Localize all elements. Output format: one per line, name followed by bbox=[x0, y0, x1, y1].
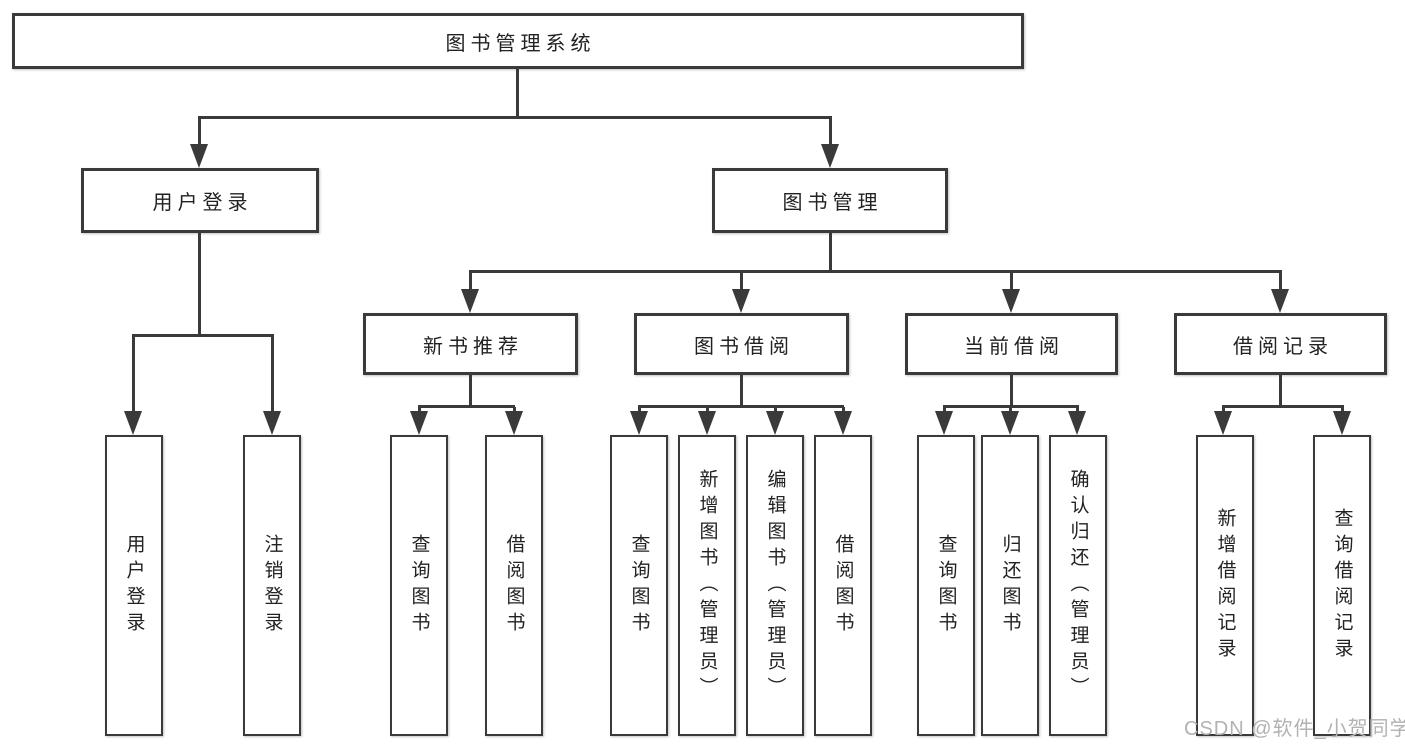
node-label: 用户登录 bbox=[152, 192, 253, 214]
node-label: 查询图书 bbox=[628, 533, 650, 638]
arrow-down-icon bbox=[1001, 411, 1019, 435]
arrow-down-icon bbox=[630, 411, 648, 435]
connector-line bbox=[638, 407, 641, 413]
node-label: 图书借阅 bbox=[694, 335, 794, 358]
arrow-down-icon bbox=[1068, 411, 1086, 435]
node-label: 当前借阅 bbox=[964, 335, 1064, 358]
node-label: 编辑图书（管理员） bbox=[764, 468, 786, 703]
connector-line bbox=[271, 336, 274, 412]
connector-line bbox=[516, 69, 519, 118]
connector-line bbox=[1009, 407, 1012, 413]
connector-line bbox=[1279, 272, 1282, 290]
node-current-borrow: 当前借阅 bbox=[905, 313, 1118, 375]
connector-line bbox=[943, 407, 946, 413]
arrow-down-icon bbox=[263, 411, 281, 435]
node-label: 图书管理系统 bbox=[445, 32, 596, 55]
node-user-login: 用户登录 bbox=[81, 168, 319, 233]
node-label: 用户登录 bbox=[123, 533, 145, 638]
node-label: 查询图书 bbox=[935, 533, 957, 638]
connector-line bbox=[418, 405, 515, 408]
node-label: 借阅记录 bbox=[1233, 335, 1333, 358]
connector-line bbox=[1222, 407, 1225, 413]
arrow-down-icon bbox=[821, 144, 839, 168]
connector-line bbox=[638, 405, 844, 408]
leaf-query-borrow-record: 查询借阅记录 bbox=[1313, 435, 1371, 736]
node-label: 查询借阅记录 bbox=[1331, 507, 1353, 664]
arrow-down-icon bbox=[698, 411, 716, 435]
arrow-down-icon bbox=[461, 289, 479, 313]
connector-line bbox=[1010, 375, 1013, 407]
connector-line bbox=[740, 272, 743, 290]
node-label: 借阅图书 bbox=[832, 533, 854, 638]
connector-line bbox=[1341, 407, 1344, 413]
leaf-query-books-recommend: 查询图书 bbox=[390, 435, 448, 736]
node-book-management: 图书管理 bbox=[712, 168, 948, 233]
arrow-down-icon bbox=[1333, 411, 1351, 435]
leaf-add-book-admin: 新增图书（管理员） bbox=[678, 435, 736, 736]
arrow-down-icon bbox=[124, 411, 142, 435]
watermark-text: CSDN @软件_小贺同学 bbox=[1184, 718, 1405, 740]
arrow-down-icon bbox=[834, 411, 852, 435]
node-label: 归还图书 bbox=[999, 533, 1021, 638]
connector-line bbox=[943, 405, 1079, 408]
arrow-down-icon bbox=[1271, 289, 1289, 313]
connector-line bbox=[198, 118, 201, 146]
connector-line bbox=[132, 334, 274, 337]
connector-line bbox=[513, 407, 516, 413]
leaf-confirm-return-admin: 确认归还（管理员） bbox=[1049, 435, 1107, 736]
connector-line bbox=[132, 336, 135, 412]
node-label: 新书推荐 bbox=[423, 335, 523, 358]
connector-line bbox=[1222, 405, 1344, 408]
connector-line bbox=[706, 407, 709, 413]
connector-line bbox=[1279, 375, 1282, 407]
connector-line bbox=[1076, 407, 1079, 413]
connector-line bbox=[469, 272, 472, 290]
arrow-down-icon bbox=[766, 411, 784, 435]
connector-line bbox=[740, 375, 743, 407]
leaf-borrow-books-recommend: 借阅图书 bbox=[485, 435, 543, 736]
connector-line bbox=[1010, 272, 1013, 290]
node-label: 新增图书（管理员） bbox=[696, 468, 718, 703]
leaf-borrow-books-borrow: 借阅图书 bbox=[814, 435, 872, 736]
arrow-down-icon bbox=[1002, 289, 1020, 313]
connector-line bbox=[198, 233, 201, 337]
node-library-system: 图书管理系统 bbox=[12, 13, 1024, 69]
connector-line bbox=[829, 118, 832, 146]
connector-line bbox=[198, 116, 832, 119]
arrow-down-icon bbox=[1214, 411, 1232, 435]
node-borrow-records: 借阅记录 bbox=[1174, 313, 1387, 375]
arrow-down-icon bbox=[935, 411, 953, 435]
connector-line bbox=[774, 407, 777, 413]
leaf-edit-book-admin: 编辑图书（管理员） bbox=[746, 435, 804, 736]
node-label: 注销登录 bbox=[261, 533, 283, 638]
connector-line bbox=[418, 407, 421, 413]
connector-line bbox=[469, 375, 472, 407]
node-label: 图书管理 bbox=[782, 192, 883, 214]
node-label: 新增借阅记录 bbox=[1214, 507, 1236, 664]
connector-line bbox=[829, 233, 832, 273]
connector-line bbox=[842, 407, 845, 413]
node-label: 查询图书 bbox=[408, 533, 430, 638]
arrow-down-icon bbox=[190, 144, 208, 168]
leaf-query-books-current: 查询图书 bbox=[917, 435, 975, 736]
node-label: 借阅图书 bbox=[503, 533, 525, 638]
arrow-down-icon bbox=[732, 289, 750, 313]
node-book-borrow: 图书借阅 bbox=[634, 313, 849, 375]
leaf-user-login: 用户登录 bbox=[105, 435, 163, 736]
leaf-query-books-borrow: 查询图书 bbox=[610, 435, 668, 736]
arrow-down-icon bbox=[505, 411, 523, 435]
leaf-return-book: 归还图书 bbox=[981, 435, 1039, 736]
node-label: 确认归还（管理员） bbox=[1067, 468, 1089, 703]
leaf-add-borrow-record: 新增借阅记录 bbox=[1196, 435, 1254, 736]
connector-line bbox=[469, 270, 1282, 273]
arrow-down-icon bbox=[410, 411, 428, 435]
node-new-book-recommend: 新书推荐 bbox=[363, 313, 578, 375]
leaf-logout: 注销登录 bbox=[243, 435, 301, 736]
